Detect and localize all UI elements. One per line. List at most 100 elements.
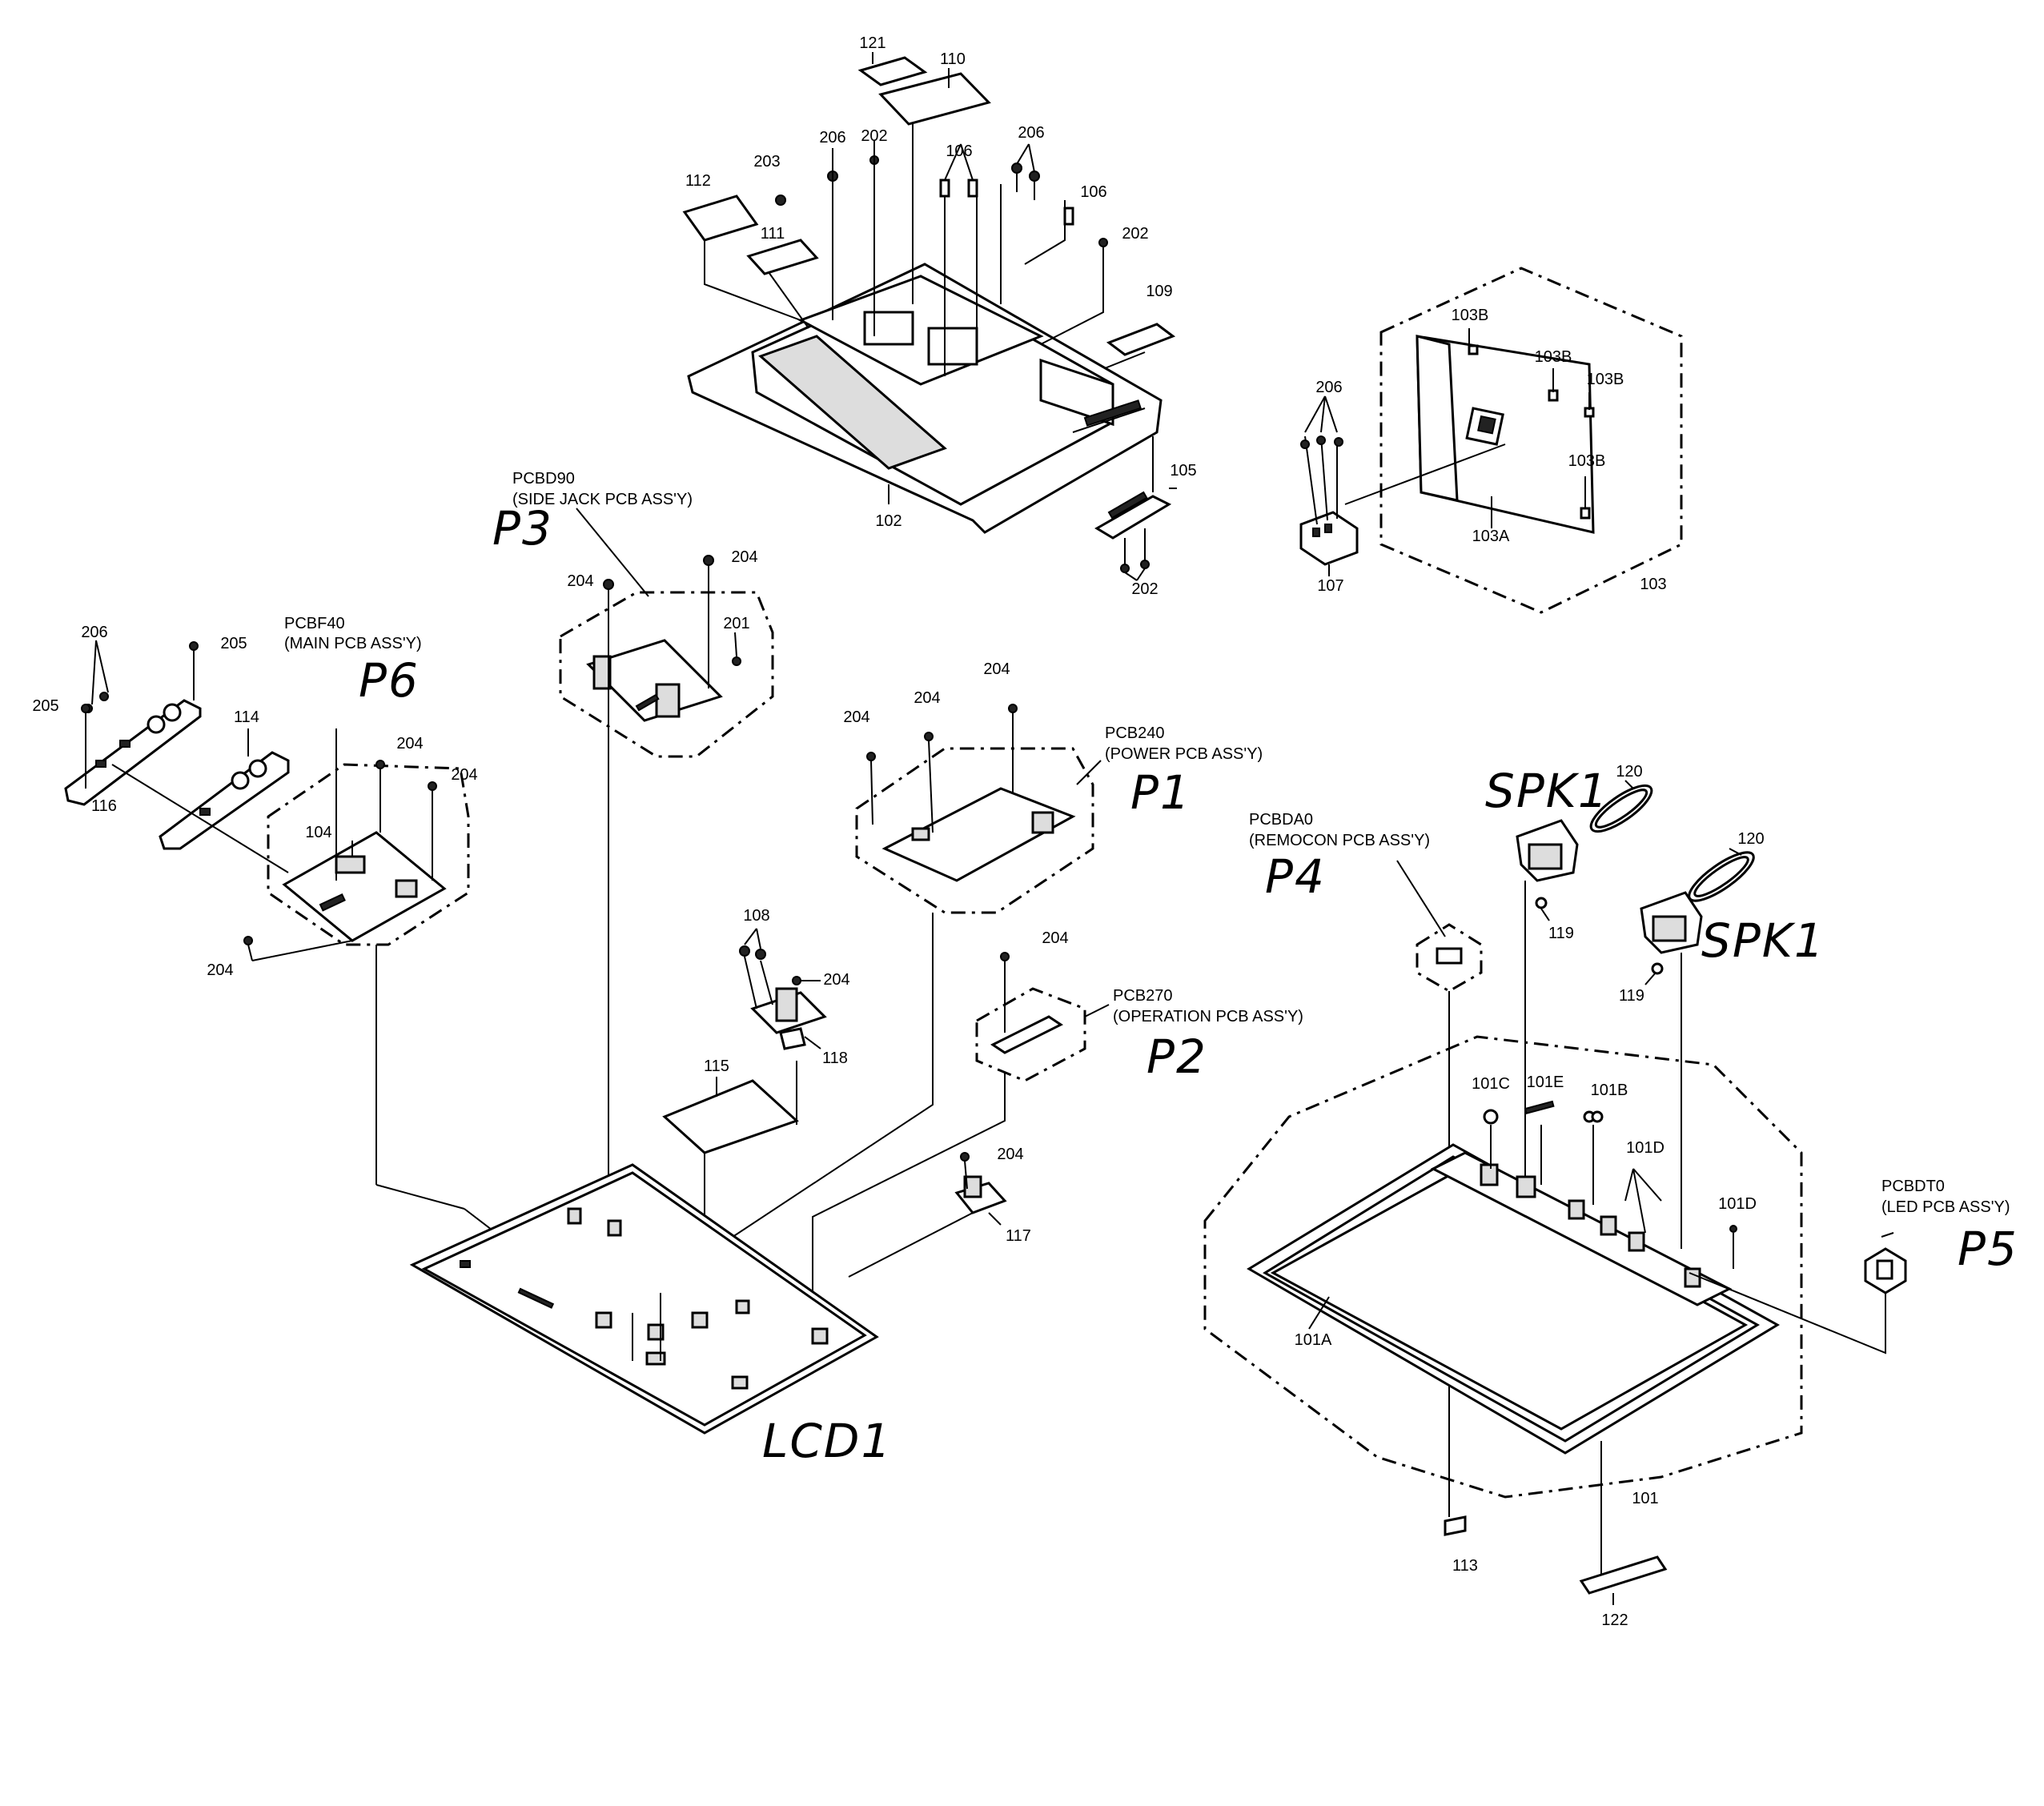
front-cabinet-screen [1270, 1167, 1749, 1431]
label-202b: 202 [1122, 225, 1148, 243]
front-cabinet-group [1203, 1035, 1803, 1499]
operation-pcb-group [975, 987, 1086, 1082]
label-109: 109 [1146, 283, 1172, 300]
lcd-panel [409, 1163, 879, 1435]
power-pcb-code: PCB240 [1105, 724, 1165, 742]
speaker-left [1516, 780, 1653, 1193]
operation-name: (OPERATION PCB ASS'Y) [1113, 1008, 1303, 1025]
label-101A: 101A [1295, 1331, 1332, 1349]
label-108: 108 [743, 907, 769, 925]
label-103B-4: 103B [1568, 452, 1606, 470]
label-101D-1: 101D [1626, 1139, 1665, 1157]
label-sheet-110 [878, 72, 991, 126]
label-sheet-112 [682, 195, 759, 242]
remocon-code: PCBDA0 [1249, 811, 1313, 829]
label-114: 114 [234, 708, 259, 726]
jack-plate-116 [64, 699, 202, 806]
handwritten-lcd1: LCD1 [762, 1414, 892, 1468]
jack-plate-114 [159, 751, 290, 850]
rear-cabinet-group [687, 263, 1163, 534]
stand-group-103 [1379, 267, 1683, 614]
side-jack-name: (SIDE JACK PCB ASS'Y) [512, 491, 693, 508]
label-204a: 204 [567, 572, 593, 590]
label-204k: 204 [997, 1146, 1023, 1163]
sheet-122 [1579, 1555, 1668, 1595]
label-105: 105 [1170, 462, 1196, 480]
rear-cabinet-panel-1 [863, 311, 914, 346]
power-pcb [881, 787, 1076, 882]
label-103B-2: 103B [1535, 348, 1572, 366]
power-pcb-name: (POWER PCB ASS'Y) [1105, 745, 1263, 763]
label-201: 201 [723, 615, 749, 632]
label-101C: 101C [1472, 1075, 1510, 1093]
label-119a: 119 [1548, 925, 1574, 942]
main-pcb-code: PCBF40 [284, 615, 345, 632]
label-206a: 206 [819, 129, 845, 146]
rear-cabinet-screws [775, 155, 1108, 247]
bracket-117 [848, 1152, 1007, 1278]
led-code: PCBDT0 [1881, 1178, 1945, 1195]
handwritten-p5: P5 [1958, 1222, 2018, 1276]
rear-cabinet-side-box [1039, 358, 1114, 427]
handwritten-spk1-a: SPK1 [1485, 764, 1609, 818]
label-206c: 206 [1315, 379, 1342, 396]
rear-cabinet-vent [758, 335, 947, 470]
front-cabinet-parts [1480, 1100, 1737, 1288]
led-name: (LED PCB ASS'Y) [1881, 1198, 2010, 1216]
label-106b: 106 [1080, 183, 1106, 201]
main-pcb-name: (MAIN PCB ASS'Y) [284, 635, 422, 652]
label-121: 121 [859, 34, 885, 52]
rear-cabinet-buttons [1072, 407, 1146, 433]
sheet-115 [662, 1079, 799, 1154]
label-103: 103 [1640, 576, 1666, 593]
label-206b: 206 [1018, 124, 1044, 142]
handwritten-p1: P1 [1130, 765, 1191, 820]
label-102: 102 [875, 512, 902, 530]
handwritten-p2: P2 [1146, 1029, 1207, 1084]
label-117: 117 [1006, 1227, 1031, 1245]
label-112: 112 [685, 172, 711, 190]
operation-pcb [990, 1015, 1063, 1054]
rear-cabinet-panel-2 [927, 327, 978, 366]
label-sheet-111 [746, 239, 819, 275]
label-204c: 204 [396, 735, 423, 752]
label-120b: 120 [1737, 830, 1764, 848]
label-204i: 204 [823, 971, 849, 989]
label-107: 107 [1317, 577, 1343, 595]
hinge-107 [1299, 395, 1359, 576]
label-204e: 204 [207, 961, 233, 979]
label-103A: 103A [1472, 528, 1510, 545]
main-pcb [282, 831, 447, 942]
label-120a: 120 [1616, 763, 1642, 781]
remocon-pcb [1436, 947, 1463, 965]
label-103B-1: 103B [1452, 307, 1489, 324]
remocon-group [1416, 923, 1483, 993]
rear-cabinet-button-row [1083, 399, 1142, 427]
label-103B-3: 103B [1587, 371, 1624, 388]
side-jack-group [559, 591, 774, 758]
label-206d: 206 [81, 624, 107, 641]
label-204j: 204 [1042, 929, 1068, 947]
label-110: 110 [940, 50, 966, 68]
label-sheet-121 [857, 56, 928, 86]
assembly-labels: PCBD90 (SIDE JACK PCB ASS'Y) PCBF40 (MAI… [284, 470, 2010, 1216]
handwritten-labels: P3 P6 P1 P4 P2 P5 SPK1 SPK1 LCD1 [359, 501, 2018, 1468]
label-111: 111 [761, 225, 785, 243]
stand-bracket-105 [1094, 436, 1177, 581]
label-101: 101 [1632, 1490, 1658, 1507]
label-204f: 204 [843, 708, 869, 726]
label-204g: 204 [914, 689, 940, 707]
stand-base-103A-curve [1416, 335, 1459, 502]
label-106a: 106 [946, 142, 972, 160]
power-pcb-group [855, 747, 1094, 914]
label-202c: 202 [1131, 580, 1158, 598]
label-101B: 101B [1591, 1082, 1628, 1099]
label-202a: 202 [861, 127, 887, 145]
label-113: 113 [1452, 1557, 1478, 1575]
remocon-name: (REMOCON PCB ASS'Y) [1249, 832, 1430, 849]
rear-cabinet-leaders [704, 52, 1146, 504]
speaker-right [1640, 848, 1755, 1249]
label-122: 122 [1601, 1611, 1628, 1629]
label-204b: 204 [731, 548, 757, 566]
label-205a: 205 [220, 635, 247, 652]
